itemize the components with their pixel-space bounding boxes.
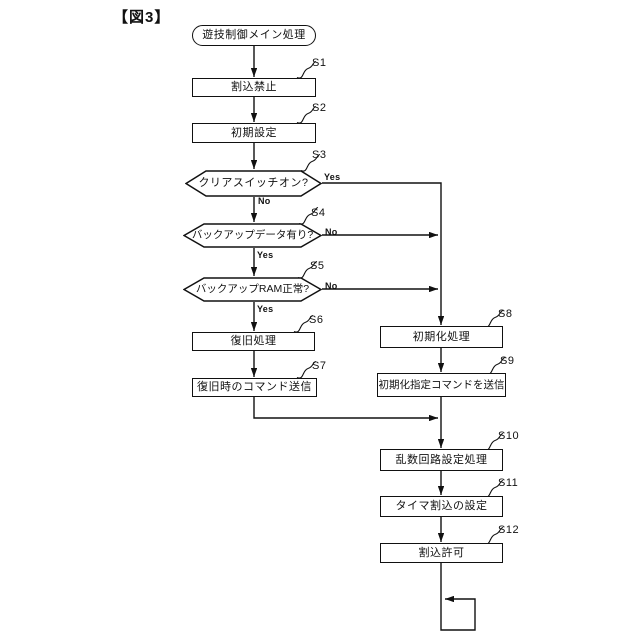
branch-yes-s4: Yes — [257, 250, 274, 260]
step-label-s11: S11 — [498, 477, 519, 489]
edge-s3-yes-s8 — [322, 182, 445, 325]
process-s12: 割込許可 — [380, 543, 503, 563]
step-label-s10: S10 — [498, 430, 520, 442]
decision-s5-hexagon — [183, 277, 322, 302]
reference-lead-lines — [293, 60, 506, 545]
decision-s4-label: バックアップデータ有り? — [191, 229, 314, 242]
process-s11: タイマ割込の設定 — [380, 496, 503, 517]
decision-s3-hexagon — [185, 170, 322, 197]
branch-yes-s5: Yes — [257, 304, 274, 314]
decision-s5-label: バックアップRAM正常? — [195, 283, 310, 296]
step-label-s9: S9 — [500, 355, 515, 367]
process-s11-label: タイマ割込の設定 — [395, 500, 488, 512]
branch-no-s4: No — [325, 227, 338, 237]
process-s6: 復旧処理 — [192, 332, 315, 351]
figure-label: 【図3】 — [113, 9, 171, 26]
process-s9: 初期化指定コマンドを送信 — [377, 373, 506, 397]
process-s8: 初期化処理 — [380, 326, 503, 348]
step-label-s2: S2 — [312, 102, 327, 114]
step-label-s6: S6 — [309, 314, 324, 326]
decision-s5: バックアップRAM正常? — [183, 277, 322, 302]
process-s7-label: 復旧時のコマンド送信 — [197, 381, 312, 393]
process-s8-label: 初期化処理 — [412, 330, 471, 343]
decision-s4-hexagon — [183, 223, 322, 248]
edge-s7-join — [253, 397, 438, 422]
edge-main-loop — [440, 563, 476, 631]
process-s10: 乱数回路設定処理 — [380, 449, 503, 471]
step-label-s1: S1 — [312, 57, 327, 69]
decision-s3: クリアスイッチオン? — [185, 170, 322, 197]
step-label-s7: S7 — [312, 360, 327, 372]
process-s1: 割込禁止 — [192, 78, 316, 97]
process-s7: 復旧時のコマンド送信 — [192, 378, 317, 397]
decision-s4: バックアップデータ有り? — [183, 223, 322, 248]
step-label-s4: S4 — [311, 207, 326, 219]
process-s12-label: 割込許可 — [418, 546, 465, 559]
process-s9-label: 初期化指定コマンドを送信 — [378, 378, 505, 391]
process-s10-label: 乱数回路設定処理 — [395, 453, 488, 466]
start-terminal: 遊技制御メイン処理 — [192, 25, 316, 46]
step-label-s3: S3 — [312, 149, 327, 161]
process-s6-label: 復旧処理 — [230, 335, 277, 347]
start-terminal-label: 遊技制御メイン処理 — [202, 29, 306, 41]
branch-yes-s3: Yes — [324, 172, 341, 182]
branch-no-s5: No — [325, 281, 338, 291]
step-label-s8: S8 — [498, 308, 513, 320]
step-label-s12: S12 — [498, 524, 520, 536]
decision-s3-label: クリアスイッチオン? — [198, 177, 309, 189]
step-label-s5: S5 — [310, 260, 325, 272]
process-s2-label: 初期設定 — [231, 126, 277, 139]
branch-no-s3: No — [258, 196, 271, 206]
process-s1-label: 割込禁止 — [231, 81, 277, 93]
process-s2: 初期設定 — [192, 123, 316, 143]
